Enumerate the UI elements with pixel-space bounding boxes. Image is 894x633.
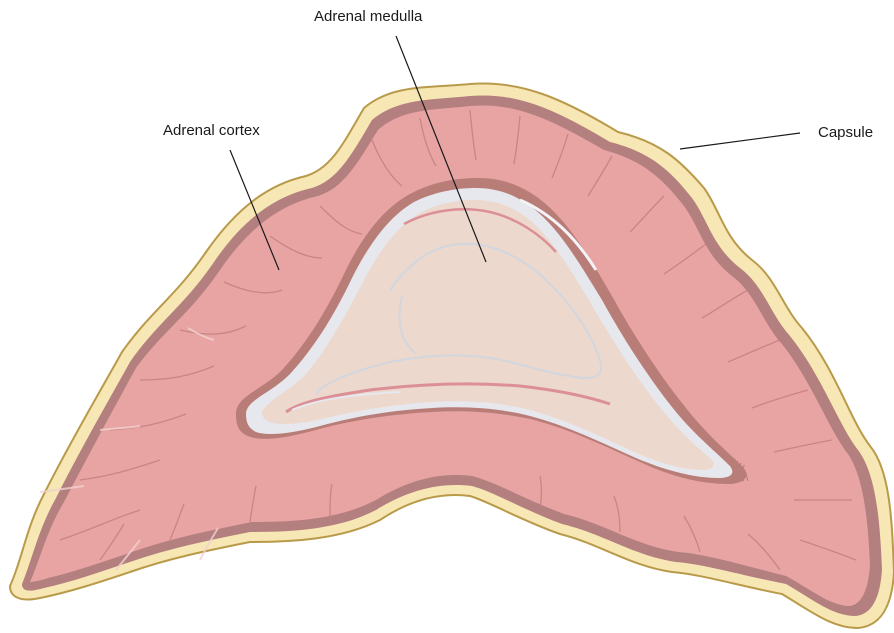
capsule-label: Capsule — [818, 125, 873, 140]
adrenal-medulla-label: Adrenal medulla — [314, 9, 422, 24]
capsule-leader-line — [680, 133, 800, 149]
adrenal-cortex-label: Adrenal cortex — [163, 123, 260, 138]
